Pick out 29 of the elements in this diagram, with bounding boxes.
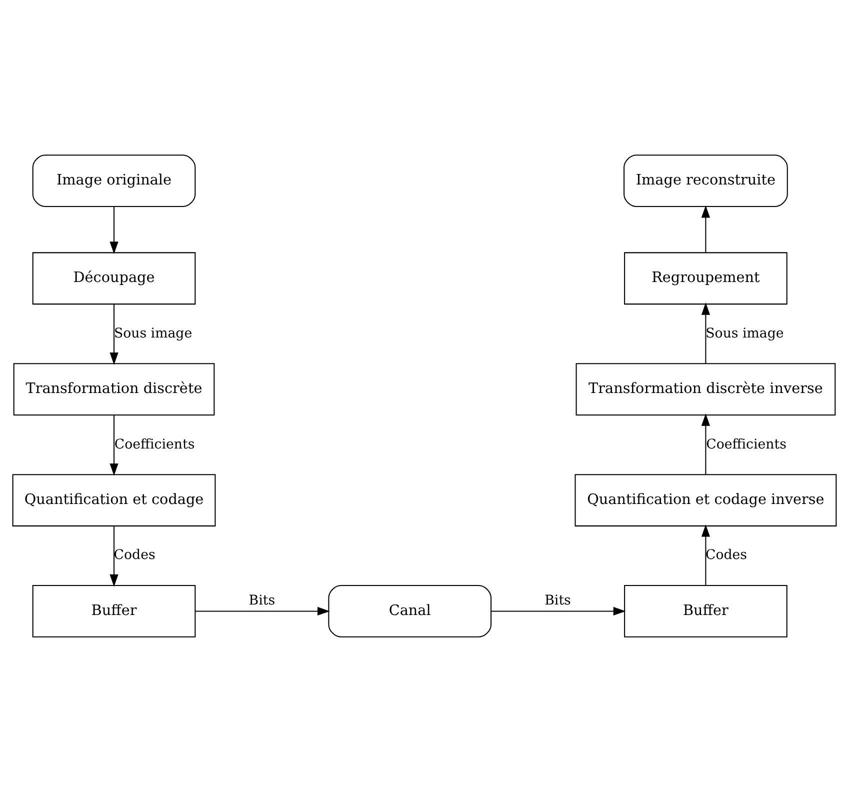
arrow xyxy=(491,606,626,616)
edge-label: Codes xyxy=(705,548,748,564)
arrow xyxy=(195,606,330,616)
edge-label: Codes xyxy=(114,548,156,564)
arrow xyxy=(110,526,118,587)
node-box: Transformation discrète xyxy=(13,363,215,416)
arrow xyxy=(110,304,118,365)
node-box: Quantification et codage xyxy=(12,474,216,526)
edge-label: Sous image xyxy=(706,326,784,342)
node-box: Image reconstruite xyxy=(624,154,788,207)
edge-label: Coefficients xyxy=(706,437,786,452)
node-box: Quantification et codage inverse xyxy=(574,474,837,526)
node-box: Regroupement xyxy=(624,252,788,305)
arrow xyxy=(110,415,118,476)
edge-label: Bits xyxy=(544,593,571,608)
arrow xyxy=(701,205,710,252)
arrow xyxy=(701,302,710,364)
edge-label: Coefficients xyxy=(114,437,195,452)
node-box: Canal xyxy=(328,585,492,638)
edge-label: Sous image xyxy=(114,326,192,342)
edge-label: Bits xyxy=(248,593,276,608)
arrow xyxy=(110,206,118,254)
arrow xyxy=(701,414,710,474)
node-box: Buffer xyxy=(32,585,196,638)
node-box: Buffer xyxy=(624,585,788,638)
node-box: Transformation discrète inverse xyxy=(576,363,836,416)
node-box: Découpage xyxy=(32,252,196,305)
node-box: Image originale xyxy=(32,154,196,207)
arrow xyxy=(701,524,710,586)
